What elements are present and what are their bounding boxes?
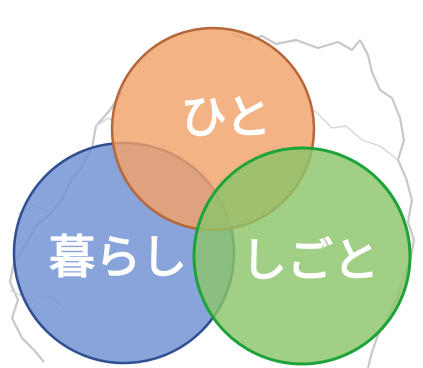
shigoto-label: しごと xyxy=(241,233,379,287)
kurashi-label: 暮らし xyxy=(49,230,187,284)
hito-label: ひと xyxy=(181,90,272,144)
shigoto-circle xyxy=(192,146,412,366)
map-border-1 xyxy=(313,109,399,161)
